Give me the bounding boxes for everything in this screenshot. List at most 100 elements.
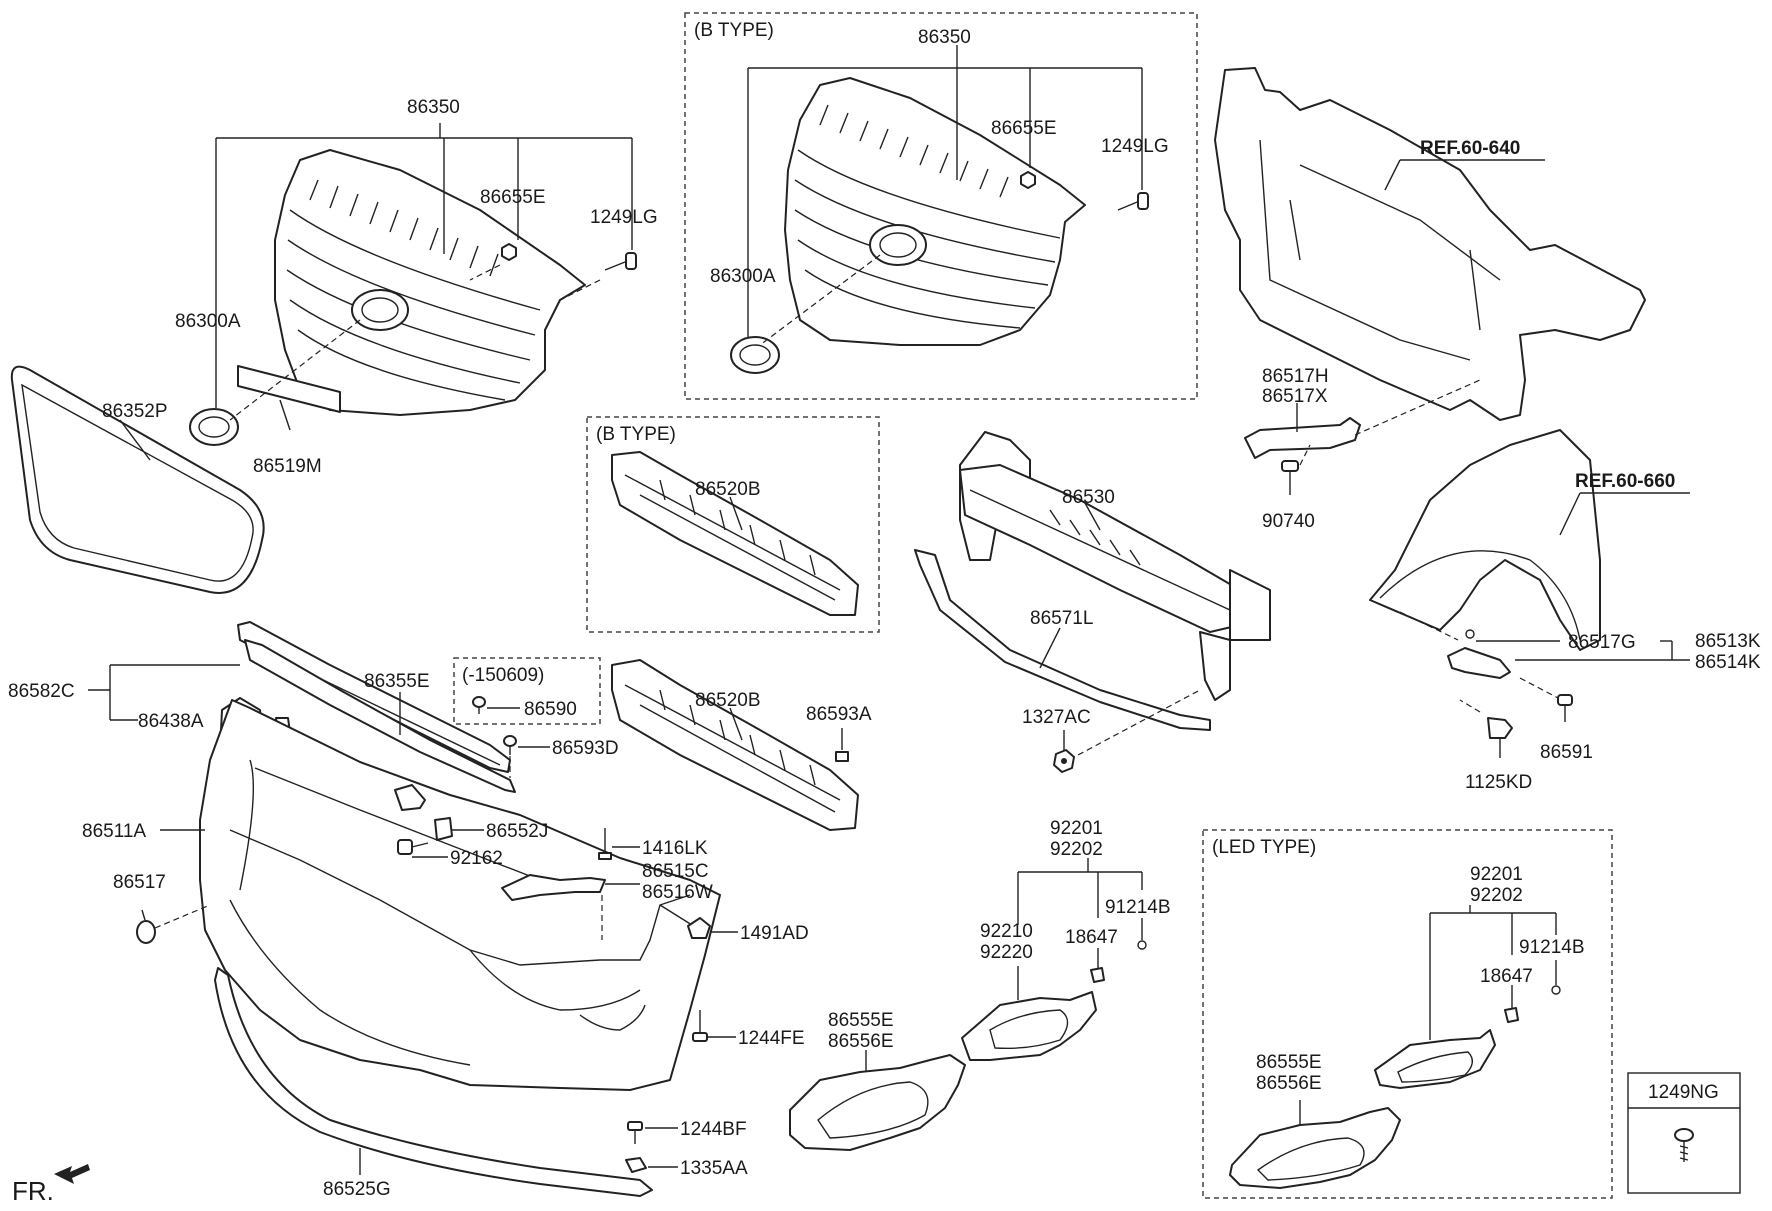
b-type-absorber-box-title: (B TYPE) (596, 424, 676, 445)
label-86513k: 86513K (1695, 631, 1761, 652)
label-1416lk: 1416LK (642, 838, 708, 859)
label-1244bf: 1244BF (680, 1119, 747, 1140)
screw-1249lg-b (1117, 192, 1149, 211)
clip-18647 (1090, 967, 1105, 983)
label-86517g: 86517G (1568, 632, 1636, 653)
label-led-92201: 92201 (1470, 864, 1523, 885)
clip-86593d (503, 735, 517, 755)
screw-90740-dash (1299, 444, 1311, 466)
clip-1125kd (1487, 717, 1513, 758)
cover-86517g (1465, 629, 1475, 639)
label-ref-60-660: REF.60-660 (1575, 471, 1675, 492)
clip-86655e-b (1020, 171, 1036, 189)
label-86593a: 86593A (806, 704, 872, 725)
label-86511a: 86511A (82, 821, 146, 842)
label-86593d: 86593D (552, 738, 619, 759)
beam-leader (1084, 502, 1101, 531)
label-86530: 86530 (1062, 487, 1115, 508)
grille-main (274, 149, 586, 416)
screw-86591-dash (1519, 677, 1559, 699)
label-1125kd: 1125KD (1465, 772, 1532, 793)
grommet-1491ad (687, 917, 711, 939)
b-type-grille-box-title: (B TYPE) (694, 20, 774, 41)
label-1335aa: 1335AA (680, 1158, 748, 1179)
b-type-grille-box (684, 12, 1198, 400)
clip-86593a (835, 751, 849, 762)
screw-1249lg-main (604, 252, 637, 271)
label-86352p: 86352P (102, 401, 168, 422)
label-led-86555e: 86555E (1256, 1052, 1322, 1073)
label-1327ac: 1327AC (1022, 707, 1091, 728)
clip-86590 (472, 696, 486, 714)
carrier-ref-60-640 (1214, 67, 1646, 421)
led-type-box (1202, 829, 1613, 1199)
pipe-86571l (914, 549, 1211, 731)
label-92202: 92202 (1050, 839, 1103, 860)
beam-86530 (959, 431, 1271, 701)
label-1491ad: 1491AD (740, 923, 809, 944)
absorber-b-leader (729, 496, 743, 531)
ref-640-arrow (1384, 159, 1401, 191)
led-bulb-91214b (1551, 985, 1561, 995)
ref-660-arrow (1559, 492, 1581, 536)
bolt-92162 (397, 839, 429, 855)
label-86355e: 86355E (364, 671, 430, 692)
label-86520b: 86520B (695, 690, 761, 711)
label-1244fe: 1244FE (738, 1028, 805, 1049)
label-led-91214b: 91214B (1519, 937, 1585, 958)
label-92162: 92162 (450, 848, 503, 869)
label-1249lg-b: 1249LG (1101, 136, 1169, 157)
bumper-86511a (199, 699, 721, 1091)
led-clip-18647 (1504, 1007, 1519, 1023)
label-92201: 92201 (1050, 818, 1103, 839)
b-type-absorber-box (586, 416, 880, 633)
label-86300a-main: 86300A (175, 311, 241, 332)
label-86582c: 86582C (8, 681, 75, 702)
stud-1416lk (598, 828, 612, 860)
pipe-leader (1039, 627, 1061, 669)
nut-dash (1077, 689, 1201, 756)
led-fog-lamp (1374, 1029, 1496, 1089)
label-86517h: 86517H (1262, 366, 1329, 387)
absorber-b-type (611, 451, 859, 616)
label-86516w: 86516W (642, 882, 713, 903)
label-86519m: 86519M (253, 456, 322, 477)
cap-86517-leader (141, 909, 146, 921)
label-86438a: 86438A (138, 711, 204, 732)
label-92210: 92210 (980, 921, 1033, 942)
label-led-86556e: 86556E (1256, 1073, 1322, 1094)
label-date-code: (-150609) (462, 665, 544, 686)
label-86525g: 86525G (323, 1179, 391, 1200)
absorber-main-leader (729, 707, 743, 741)
fender-ref-60-660 (1369, 429, 1601, 651)
label-86350-b: 86350 (918, 27, 971, 48)
nut-1327ac (1053, 749, 1075, 773)
date-code-box (453, 657, 601, 725)
bracket-86517h-dash (1354, 379, 1481, 436)
label-86655e-main: 86655E (480, 187, 546, 208)
clip-86655e-main (501, 243, 517, 261)
grille-main-leaders (119, 123, 633, 461)
screw-90740 (1281, 460, 1299, 495)
label-1249lg-main: 1249LG (590, 207, 658, 228)
label-led-92202: 92202 (1470, 885, 1523, 906)
molding-86352p (10, 365, 265, 594)
label-86517x: 86517X (1262, 386, 1328, 407)
bracket-86515c (501, 874, 606, 901)
label-86590: 86590 (524, 699, 577, 720)
fog-cover-main (789, 1054, 966, 1151)
cap-86517 (136, 920, 156, 944)
molding-inner (21, 383, 254, 582)
bracket-86513k (1447, 647, 1511, 679)
bracket-86513k-dash (1399, 611, 1459, 641)
emblem-b-type (730, 336, 780, 374)
label-86556e: 86556E (828, 1031, 894, 1052)
led-fog-lamp-leaders (1429, 905, 1557, 1040)
label-86552j: 86552J (486, 821, 548, 842)
cover-86582c-leaders (88, 664, 240, 721)
front-direction-label: FR. (12, 1176, 54, 1206)
label-86520b-b: 86520B (695, 479, 761, 500)
screw-1244fe (692, 1010, 708, 1042)
absorber-main (611, 659, 859, 831)
